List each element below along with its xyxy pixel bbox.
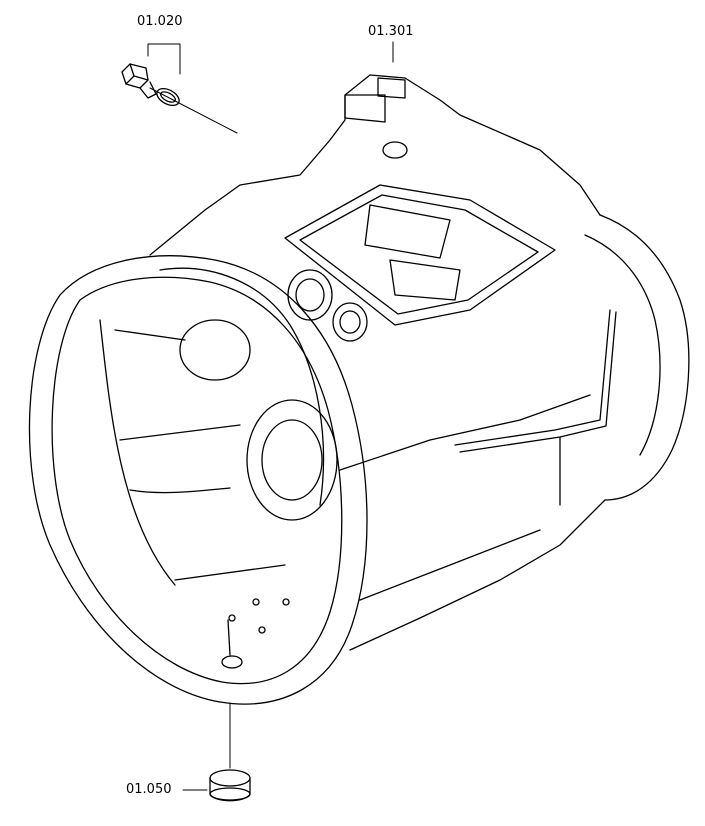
transmission-housing-drawing <box>28 74 690 705</box>
housing-side-line <box>339 394 591 471</box>
bell-flange-inner <box>51 276 343 685</box>
leader-line-020 <box>149 87 238 134</box>
port-ring <box>339 310 361 334</box>
external-pipe <box>454 309 611 446</box>
bell-inner-rib <box>114 329 186 341</box>
leader-lines <box>147 41 394 791</box>
external-pipe <box>459 311 617 453</box>
sealing-cap-icon <box>209 769 251 802</box>
connector-block <box>377 77 406 99</box>
port-ring <box>287 269 333 321</box>
housing-side-line <box>359 529 541 601</box>
bore <box>246 399 338 521</box>
threaded-plug-with-seal-ring-icon <box>121 63 180 107</box>
bore <box>179 319 251 381</box>
port-ring <box>382 141 408 159</box>
housing-top-outline <box>149 74 601 256</box>
hole <box>228 614 236 622</box>
housing-rear-ring <box>584 234 661 456</box>
callout-label-plug: 01.020 <box>137 14 183 29</box>
top-cover-pocket <box>364 204 451 259</box>
bore <box>261 419 323 501</box>
connector-block <box>344 94 386 123</box>
hole <box>252 598 260 606</box>
top-cover-frame <box>284 184 556 326</box>
housing-rear-outline <box>599 214 690 501</box>
hole <box>282 598 290 606</box>
bell-flange-outer <box>28 255 368 705</box>
leader-hint <box>227 619 231 656</box>
hole <box>258 626 266 634</box>
housing-bottom-outline <box>349 499 606 651</box>
bell-inner-rib <box>119 424 241 441</box>
drain-hole <box>221 655 243 669</box>
top-cover-inner <box>299 194 539 315</box>
top-cover-pocket <box>389 259 461 301</box>
callout-label-housing: 01.301 <box>368 24 414 39</box>
bell-rear-rim <box>159 267 325 506</box>
port-ring <box>332 302 368 342</box>
callout-label-cap: 01.050 <box>126 782 172 797</box>
bell-inner-rib <box>174 564 286 581</box>
leader-bracket-020 <box>147 43 181 75</box>
port-ring <box>295 278 325 312</box>
bell-inner-rib <box>129 487 231 494</box>
bell-inner-rib <box>99 319 176 586</box>
